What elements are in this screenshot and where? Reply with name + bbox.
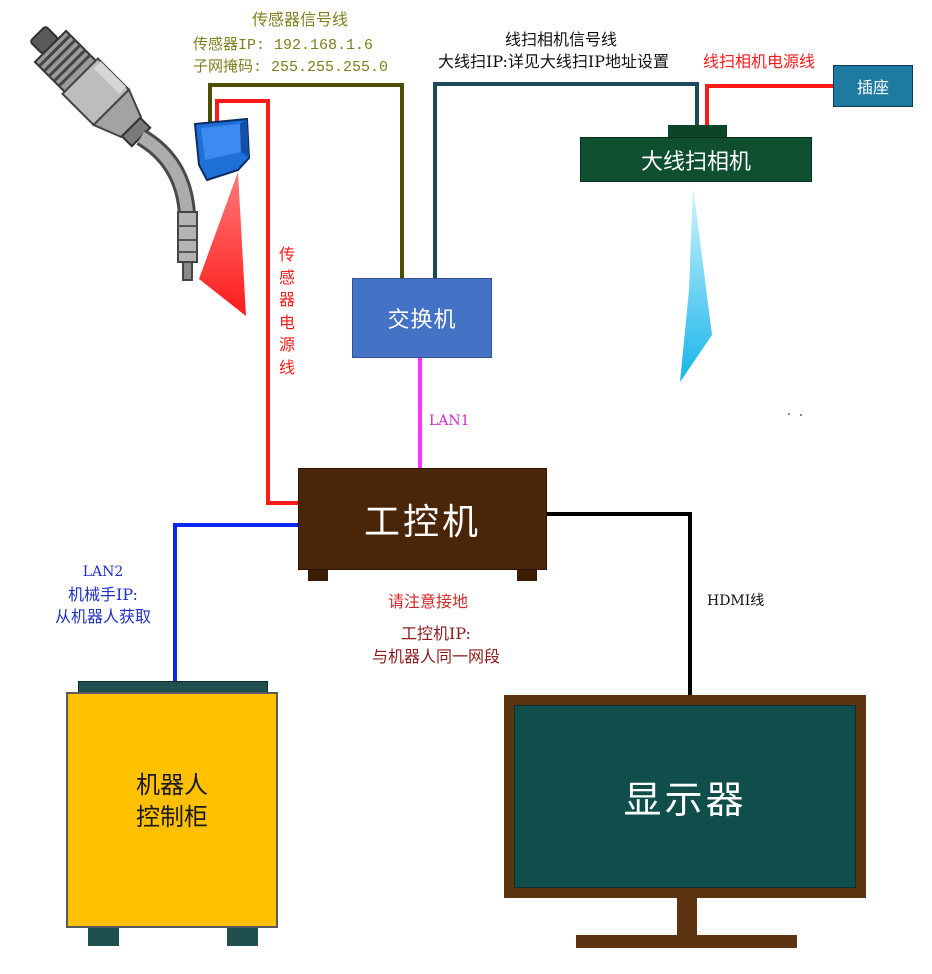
- ipc-ip-title: 工控机IP:: [401, 624, 471, 643]
- sensor-ip-label: 传感器IP: 192.168.1.6: [193, 37, 374, 54]
- display-label: 显示器: [623, 778, 747, 822]
- ground-note-text: 请注意接地: [387, 592, 468, 611]
- hdmi-label: HDMI线: [707, 593, 765, 609]
- lan2-line: [173, 523, 298, 681]
- display-base: [576, 935, 797, 948]
- display-neck: [677, 898, 697, 935]
- sensor-signal-line: [208, 83, 404, 278]
- socket-box: 插座: [833, 65, 913, 107]
- welding-torch-icon: [30, 26, 198, 281]
- line-scanner-box: 大线扫相机: [580, 137, 812, 182]
- robot-cabinet-box: 机器人 控制柜: [66, 692, 278, 928]
- scanner-connector: [668, 125, 727, 137]
- sensor-mask-label: 子网掩码: 255.255.255.0: [193, 59, 389, 76]
- lan1-label: LAN1: [429, 413, 470, 429]
- industrial-pc-label: 工控机: [363, 502, 481, 543]
- socket-label: 插座: [856, 78, 889, 97]
- sensor-signal-title: 传感器信号线: [252, 10, 349, 29]
- industrial-pc-foot-right: [517, 570, 537, 581]
- network-switch-label: 交换机: [387, 308, 457, 333]
- display-screen: 显示器: [514, 705, 856, 888]
- speck: [800, 414, 802, 416]
- robot-cabinet-line2: 控制柜: [136, 803, 208, 831]
- robot-cabinet-foot-left: [88, 928, 119, 946]
- industrial-pc-foot-left: [308, 570, 328, 581]
- lan2-note: LAN2 机械手IP: 从机器人获取: [40, 561, 166, 629]
- scanner-beam: [680, 186, 712, 382]
- hdmi-line: [547, 512, 692, 695]
- ground-note: 请注意接地: [368, 593, 488, 611]
- network-switch-box: 交换机: [352, 278, 492, 358]
- robot-ip-title: 机械手IP:: [68, 584, 138, 604]
- scanner-ip-label: 大线扫IP:详见大线扫IP地址设置: [438, 52, 669, 71]
- laser-sensor-icon: [193, 117, 251, 182]
- robot-cabinet-foot-right: [227, 928, 258, 946]
- robot-cabinet-line1: 机器人: [136, 771, 208, 799]
- ipc-ip-text: 与机器人同一网段: [371, 647, 500, 666]
- sensor-power-line: [215, 99, 298, 505]
- robot-ip-text: 从机器人获取: [54, 607, 151, 626]
- ipc-ip-note: 工控机IP: 与机器人同一网段: [356, 622, 516, 668]
- industrial-pc-box: 工控机: [298, 468, 547, 570]
- scanner-power-label: 线扫相机电源线: [703, 52, 816, 71]
- sensor-power-label: 传感器电源线: [279, 245, 296, 377]
- speck: [788, 413, 790, 415]
- scanner-signal-line: [433, 82, 699, 278]
- scanner-signal-title: 线扫相机信号线: [505, 30, 618, 49]
- sensor-laser-beam: [199, 172, 246, 316]
- lan2-label: LAN2: [82, 564, 124, 580]
- scanner-power-line: [705, 84, 833, 125]
- line-scanner-label: 大线扫相机: [640, 149, 751, 175]
